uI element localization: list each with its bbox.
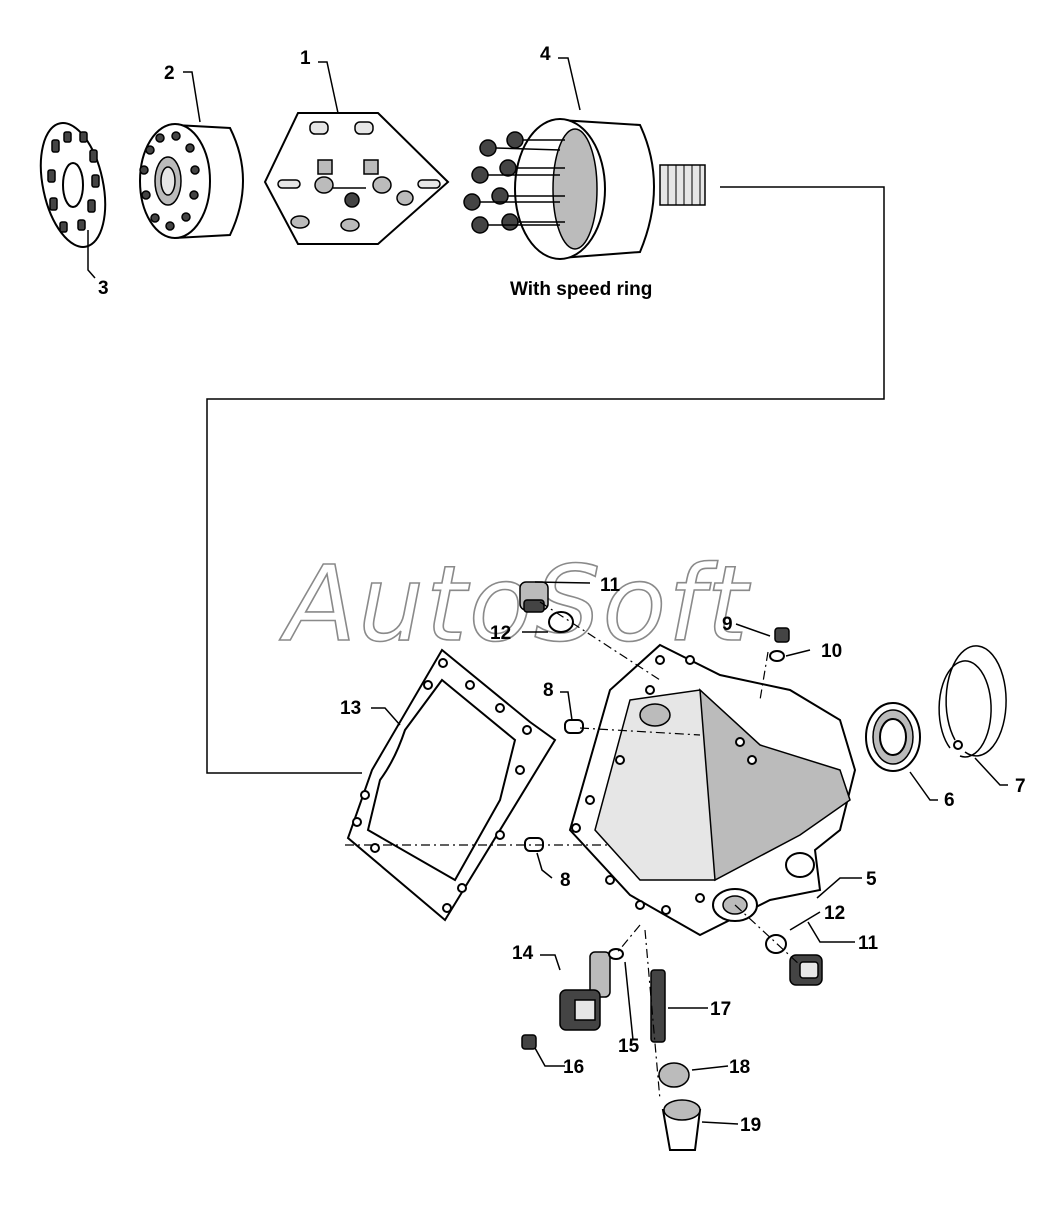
callout-9: 9 [722, 614, 733, 635]
callout-2: 2 [164, 63, 175, 84]
part-5-housing [568, 643, 857, 937]
callout-7: 7 [1015, 776, 1026, 797]
callout-18: 18 [729, 1057, 750, 1078]
callout-17: 17 [710, 999, 731, 1020]
callout-13: 13 [340, 698, 361, 719]
callout-15: 15 [618, 1036, 640, 1057]
part-9-screw [774, 627, 790, 643]
assembly-axes [345, 601, 801, 1101]
part-10-washer [769, 650, 785, 662]
callout-14: 14 [512, 943, 534, 964]
callout-12-upper: 12 [490, 623, 511, 644]
callout-11-lower: 11 [858, 933, 879, 954]
callout-19: 19 [740, 1115, 761, 1136]
part-18-nut [658, 1062, 690, 1088]
part-8-upper-dowel-pin [564, 719, 584, 734]
callout-12-lower: 12 [824, 903, 845, 924]
callout-8-lower: 8 [560, 870, 571, 891]
callout-3: 3 [98, 278, 109, 299]
part-1-kit-plate [263, 112, 450, 245]
callout-10: 10 [821, 641, 842, 662]
callout-6: 6 [944, 790, 955, 811]
callout-11-upper: 11 [600, 575, 621, 596]
part-17-stud [650, 969, 666, 1043]
part-11-lower-plug [789, 954, 823, 986]
callout-8-upper: 8 [543, 680, 554, 701]
callout-1: 1 [300, 48, 311, 69]
part-13-gasket [346, 648, 557, 922]
part-7-retaining-ring [938, 645, 1007, 758]
callout-labels: 1 2 3 4 5 6 7 8 8 9 10 11 11 12 12 13 14… [98, 44, 1026, 1136]
watermark-text: AutoSoft [279, 543, 751, 665]
part-6-shaft-seal [865, 702, 921, 772]
leader-lines [87, 57, 1008, 1125]
part-12-upper-oring [548, 611, 574, 633]
part-15-oring [608, 948, 624, 960]
callout-5: 5 [866, 869, 877, 890]
caption-text: With speed ring [510, 279, 652, 300]
part-16-screw [521, 1034, 537, 1050]
part-11-upper-plug [519, 581, 549, 613]
part-3-port-plate [39, 122, 107, 248]
part-19-cap-nut [661, 1099, 702, 1151]
part-12-lower-oring [765, 934, 787, 954]
callout-4: 4 [540, 44, 551, 65]
assembly-connector-line [206, 186, 885, 774]
part-2-cylinder-block [139, 123, 244, 240]
callout-16: 16 [563, 1057, 584, 1078]
part-14-speed-sensor [559, 951, 611, 1031]
part-4-rotating-group [463, 118, 706, 260]
